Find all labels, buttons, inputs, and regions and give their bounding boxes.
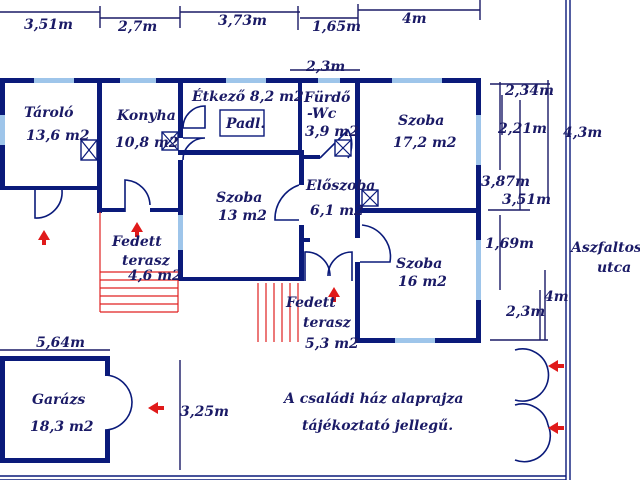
dim-top-3: 3,73m [218, 13, 267, 29]
arrow-left-icon [548, 360, 564, 372]
entrance-arrows [38, 222, 564, 434]
arrow-left-icon [548, 422, 564, 434]
room-name-szoba-2: Szoba [216, 190, 262, 206]
fixtures [80, 109, 379, 207]
room-name-szoba-3: Szoba [396, 256, 442, 272]
arrow-up-icon [131, 222, 143, 237]
room-area-terasz-2: 5,3 m2 [305, 336, 359, 352]
room-name-etkezo: Étkező 8,2 m2 [191, 87, 304, 105]
arrow-left-icon [148, 402, 164, 414]
dim-right-5: 3,51m [502, 192, 551, 208]
room-area-szoba-3: 16 m2 [398, 274, 447, 290]
dim-top-4: 1,65m [312, 19, 361, 35]
room-area-konyha: 10,8 m2 [115, 135, 179, 151]
room-area-szoba-1: 17,2 m2 [393, 135, 457, 151]
dim-right-6: 1,69m [485, 236, 534, 252]
doors [34, 105, 552, 463]
stairs [99, 212, 299, 342]
room-area-szoba-2: 13 m2 [218, 208, 267, 224]
room-name2-furdo: -Wc [307, 106, 337, 122]
top-dimension-lines [0, 0, 481, 71]
note-line-2: tájékoztató jellegű. [302, 418, 453, 434]
room-name-szoba-1: Szoba [398, 113, 444, 129]
dim-top-1: 3,51m [24, 17, 73, 33]
dim-right-3: 4,3m [563, 125, 602, 141]
room-name-furdo: Fürdő [303, 90, 351, 106]
dim-right-4: 3,87m [481, 174, 530, 190]
dim-garage-width: 5,64m [36, 335, 85, 351]
room-name-tarolo: Tároló [24, 105, 74, 121]
right-dimension-lines [488, 80, 550, 341]
note-line-1: A családi ház alaprajza [282, 391, 463, 407]
dim-furdo-width: 2,3m [305, 59, 345, 75]
dim-right-1: 2,34m [504, 83, 554, 99]
arrow-up-icon [38, 230, 50, 245]
pantry-icon [219, 109, 265, 137]
street-name-line-2: utca [597, 260, 631, 276]
dim-garage-depth: 3,25m [180, 404, 229, 420]
plan-note: A családi ház alaprajza tájékoztató jell… [282, 391, 463, 434]
room-labels: Tároló 13,6 m2 Konyha 10,8 m2 Étkező 8,2… [24, 87, 457, 435]
dim-right-2: 2,21m [497, 121, 547, 137]
room-name-garazs: Garázs [32, 392, 85, 408]
room-area-garazs: 18,3 m2 [30, 419, 94, 435]
windows [0, 78, 481, 343]
room-name-konyha: Konyha [116, 108, 176, 124]
room-name-terasz-2: Fedett [285, 295, 336, 311]
dim-right-7: 4m [544, 289, 569, 305]
garage [0, 349, 181, 470]
street-label: Aszfaltos utca [569, 240, 640, 276]
room-name-eloszoba: Előszoba [305, 178, 375, 194]
room-name-terasz-1: Fedett [111, 234, 162, 250]
room-name2-terasz-2: terasz [303, 315, 352, 331]
street-boundary [0, 0, 571, 480]
room-name2-terasz-1: terasz [122, 253, 171, 269]
dimension-labels: 3,51m 2,7m 3,73m 1,65m 4m 2,3m 2,34m 2,2… [24, 11, 602, 420]
dim-right-8: 2,3m [505, 304, 545, 320]
arrow-up-icon [328, 287, 340, 302]
street-name-line-1: Aszfaltos [569, 240, 640, 256]
room-area-furdo: 3,9 m2 [305, 124, 359, 140]
room-area-terasz-1: 4,6 m2 [128, 268, 182, 284]
room-area-eloszoba: 6,1 m2 [310, 203, 364, 219]
dim-top-2: 2,7m [117, 19, 157, 35]
room-sub-etkezo: Padl. [225, 116, 265, 132]
dim-top-5: 4m [402, 11, 427, 27]
room-area-tarolo: 13,6 m2 [26, 128, 90, 144]
